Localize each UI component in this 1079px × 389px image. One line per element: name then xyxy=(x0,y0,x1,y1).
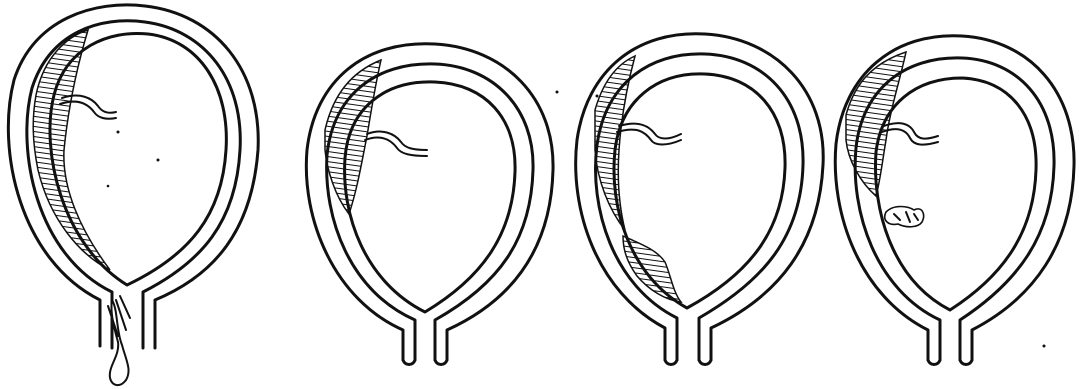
panel-1-uterus xyxy=(0,0,270,389)
specks xyxy=(107,131,160,188)
umbilical-cord xyxy=(617,124,681,145)
retroplacental-hematoma xyxy=(623,236,681,302)
specks xyxy=(596,95,599,98)
umbilical-cord xyxy=(365,132,427,156)
panel-3-uterus xyxy=(565,0,835,389)
panel-2-uterus xyxy=(295,0,565,389)
blood-clot xyxy=(885,207,924,227)
specks xyxy=(1043,345,1046,348)
placenta xyxy=(33,30,110,270)
placenta xyxy=(595,56,635,230)
umbilical-cord xyxy=(882,123,938,145)
panel-4-uterus xyxy=(826,0,1079,389)
specks xyxy=(556,91,559,94)
